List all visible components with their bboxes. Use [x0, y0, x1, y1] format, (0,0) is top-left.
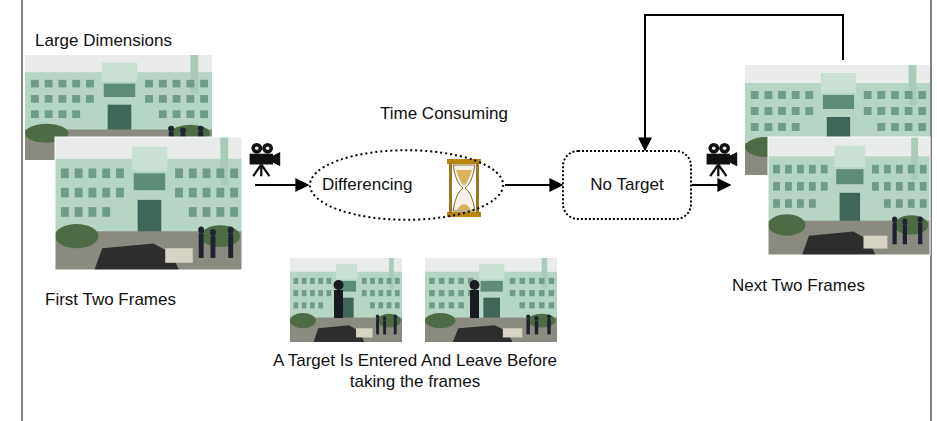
flow-arrow [505, 184, 562, 186]
node-heading: Time Consuming [380, 104, 508, 124]
frame-photos [25, 55, 242, 270]
node-label: Differencing [322, 175, 412, 195]
note-label: A Target Is Entered And Leave Before tak… [270, 350, 560, 392]
next-frame-photos [745, 65, 930, 255]
camera-icon [250, 143, 281, 176]
flow-arrow [692, 184, 730, 186]
target-photos [290, 258, 557, 342]
node-label: No Target [590, 175, 663, 195]
process-ellipse: Time ConsumingDifferencing [308, 148, 505, 222]
flow-arrow [255, 184, 308, 186]
hourglass-icon [447, 159, 481, 217]
frame-caption: First Two Frames [45, 290, 176, 310]
frame-rule [22, 0, 23, 421]
frame-heading: Large Dimensions [35, 31, 172, 51]
camera-icon [707, 143, 738, 176]
frame-group: Large DimensionsFirst Two Frames [25, 25, 247, 312]
frame-rule [931, 0, 932, 421]
decision-box: No Target [562, 150, 692, 220]
flow-arrow [645, 15, 843, 150]
frame-group: Next Two Frames [730, 60, 930, 298]
frame-caption: Next Two Frames [732, 276, 865, 296]
